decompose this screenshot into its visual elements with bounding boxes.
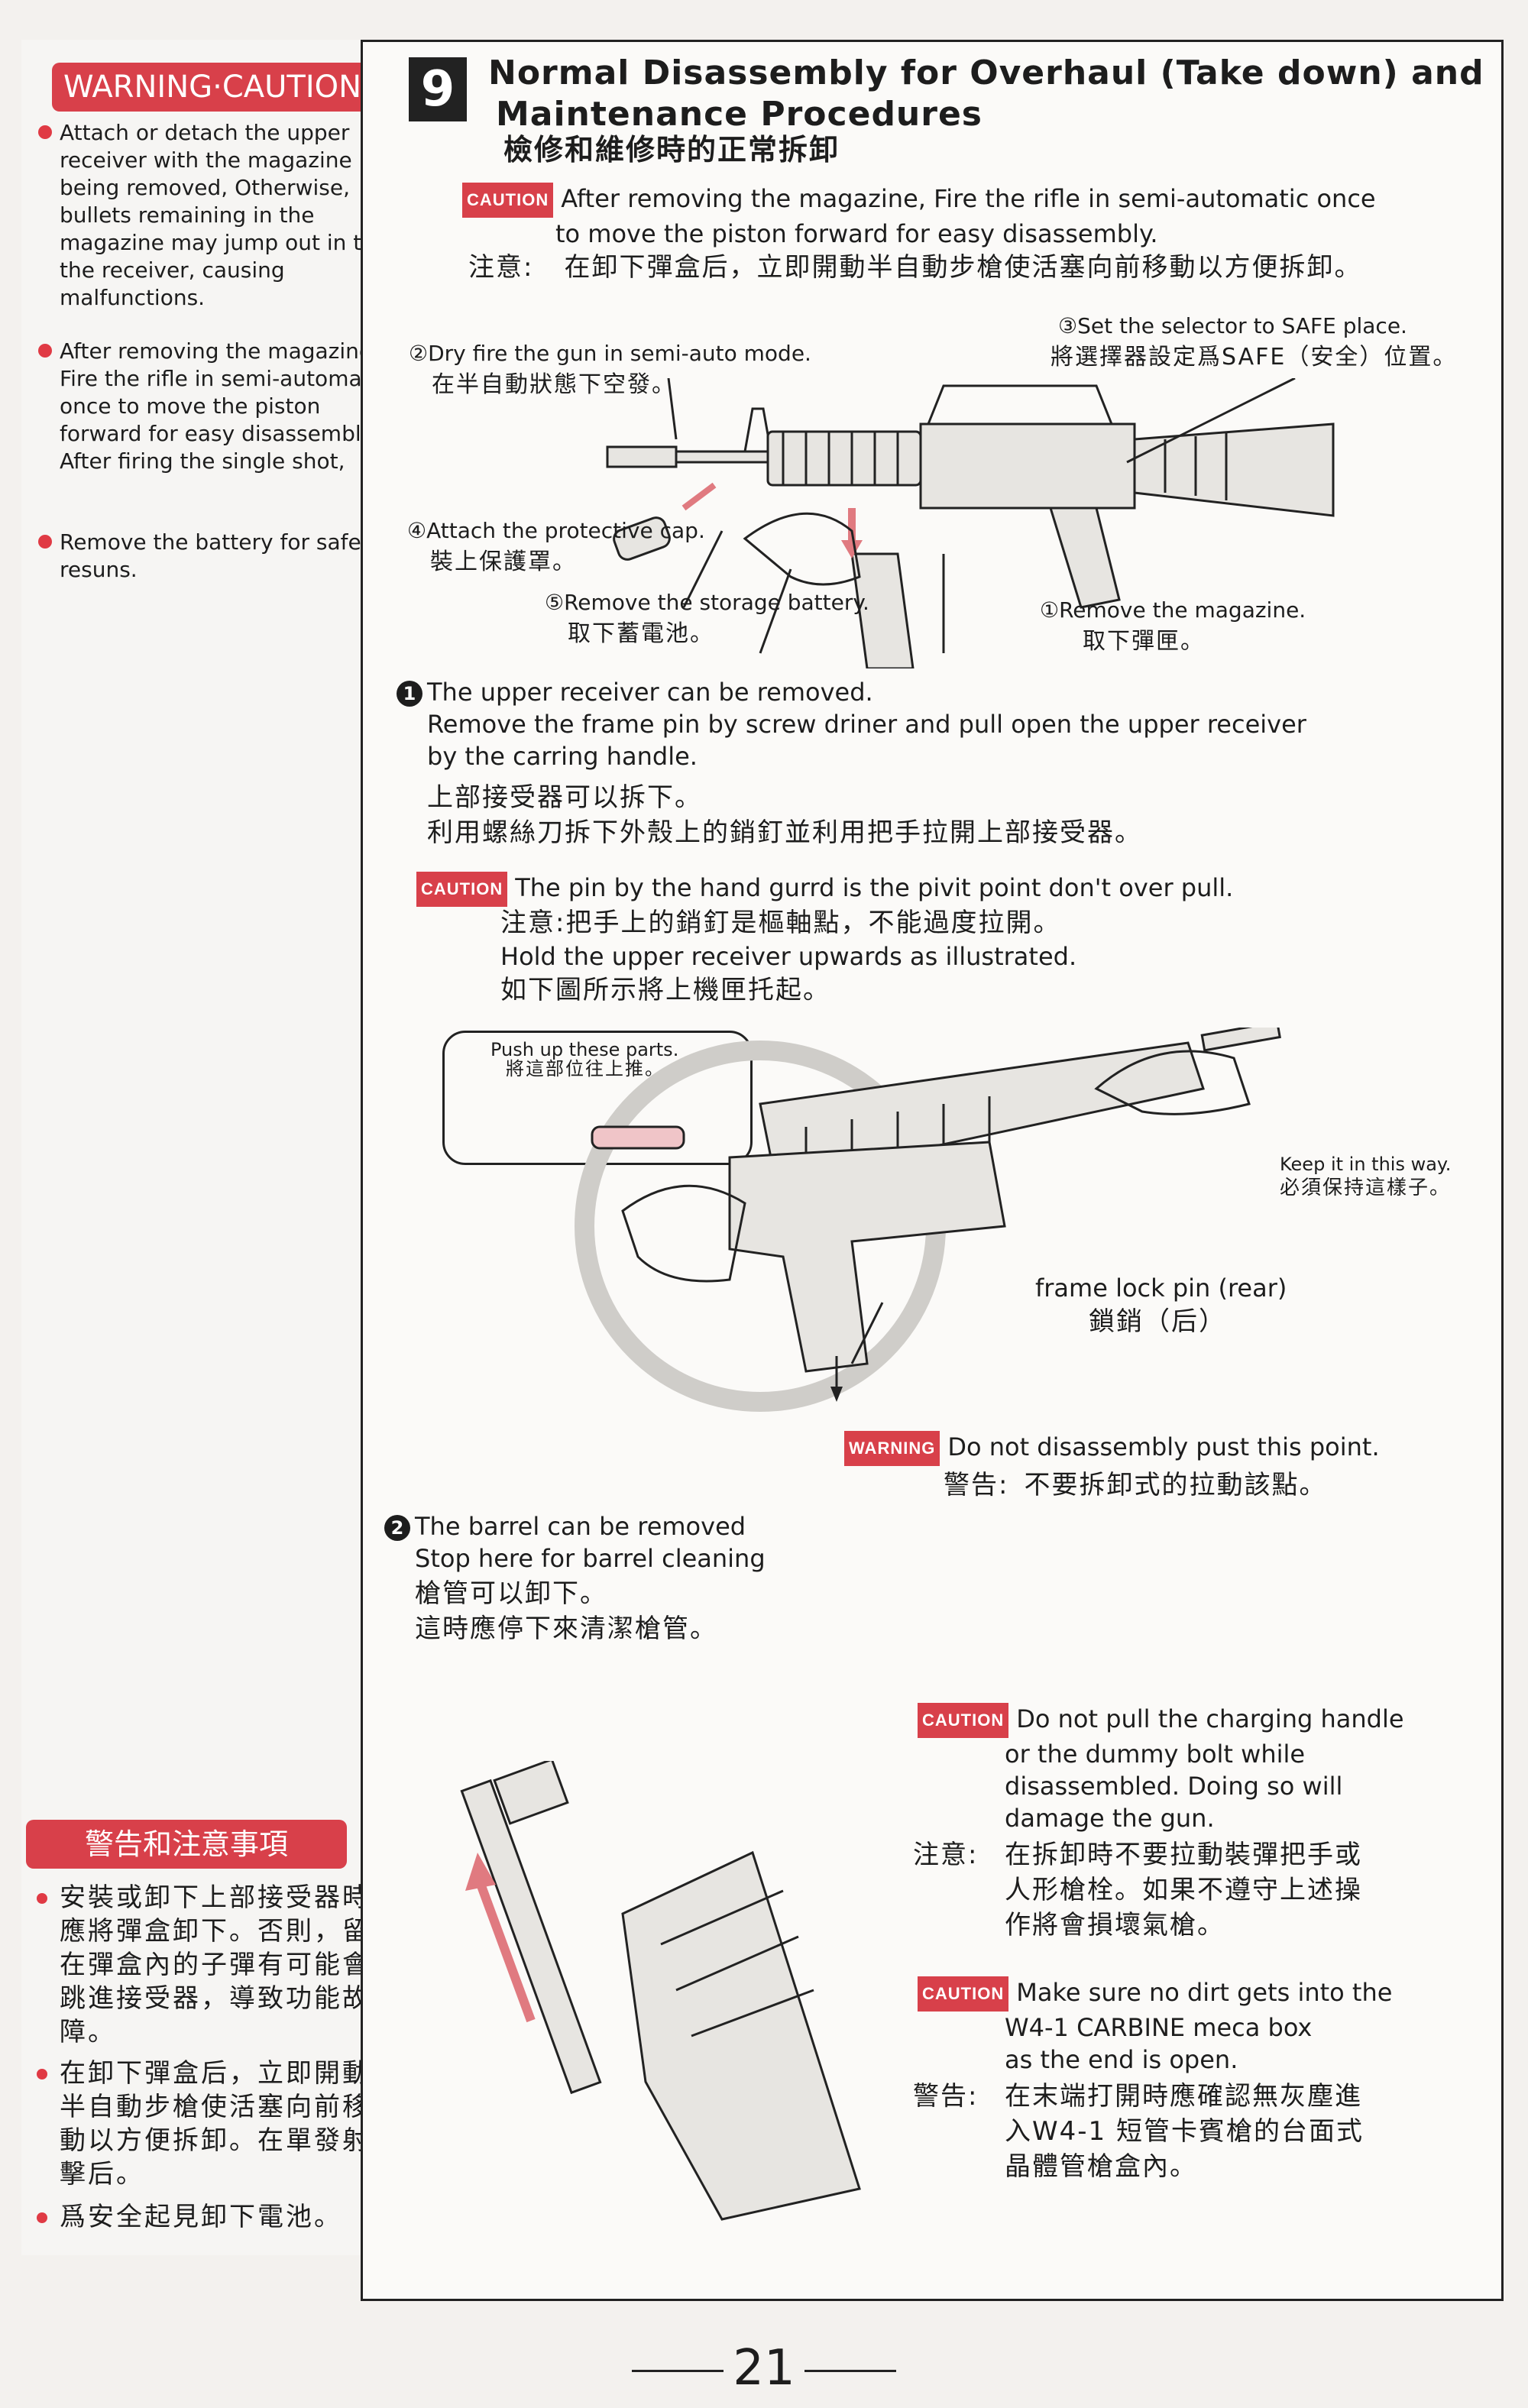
intro-caution-zh: 注意:在卸下彈盒后，立即開動半自動步槍使活塞向前移動以方便拆卸。	[468, 252, 1362, 283]
page-title-zh: 檢修和維修時的正常拆卸	[503, 133, 840, 167]
callout-protective-cap: ④Attach the protective cap. 裝上保護罩。	[407, 518, 705, 575]
sidebar-warning-item: Remove the battery for safety resuns.	[38, 529, 403, 584]
keep-this-way-callout: Keep it in this way. 必須保持這樣子。	[1280, 1154, 1452, 1199]
step-number: 9	[409, 57, 467, 121]
callout-set-selector: ③Set the selector to SAFE place. 將選擇器設定爲…	[1050, 313, 1458, 371]
step2-number: 2	[384, 1515, 410, 1541]
caution-tag: CAUTION	[462, 183, 554, 218]
bullet-icon	[38, 125, 52, 139]
barrel-removal-illustration	[460, 1761, 861, 2221]
sidebar-warning-item: Attach or detach the upper receiver with…	[38, 119, 403, 312]
step1-number: 1	[397, 681, 422, 707]
warning-caution-badge: WARNING·CAUTION	[52, 63, 373, 112]
warning-note-zh: 警告:不要拆卸式的拉動該點。	[944, 1470, 1327, 1500]
caution-charging-handle-zh: 注意:在拆卸時不要拉動裝彈把手或 人形槍栓。如果不遵守上述操 作將會損壞氣槍。	[913, 1840, 1362, 1940]
callout-remove-magazine: ①Remove the magazine. 取下彈匣。	[1040, 597, 1306, 655]
caution-tag: CAUTION	[918, 1976, 1009, 2012]
upper-receiver-illustration	[575, 1028, 1281, 1412]
callout-remove-battery: ⑤Remove the storage battery. 取下蓄電池。	[545, 590, 869, 647]
frame-lock-pin-callout: frame lock pin (rear) 鎖銷（后）	[1035, 1274, 1287, 1337]
sidebar-zh-item: 爲安全起見卸下電池。	[37, 2200, 380, 2234]
callout-dry-fire: ②Dry fire the gun in semi-auto mode. 在半自…	[409, 341, 811, 398]
bullet-icon	[38, 535, 52, 549]
main-panel: 9 Normal Disassembly for Overhaul (Take …	[361, 40, 1504, 2301]
bullet-icon	[38, 344, 52, 358]
footer-rule	[804, 2369, 896, 2372]
step2-text-zh: 槍管可以卸下。 這時應停下來清潔槍管。	[415, 1578, 717, 1644]
rifle-illustration	[606, 378, 1335, 668]
bullet-icon	[37, 1893, 47, 1904]
bullet-icon	[37, 2069, 47, 2079]
zh-warning-badge: 警告和注意事項	[26, 1820, 347, 1869]
caution-dirt-zh: 警告:在末端打開時應確認無灰塵進 入W4-1 短管卡賓槍的台面式 晶體管槍盒內。	[913, 2081, 1364, 2182]
caution-tag: CAUTION	[918, 1703, 1009, 1738]
warning-tag: WARNING	[844, 1431, 940, 1466]
sidebar-zh-item: 安裝或卸下上部接受器時應將彈盒卸下。否則，留在彈盒內的子彈有可能會跳進接受器，導…	[37, 1881, 380, 2049]
footer-rule	[632, 2369, 724, 2372]
sidebar: WARNING·CAUTION Attach or detach the upp…	[21, 40, 388, 2255]
caution-tag: CAUTION	[416, 872, 508, 907]
step1-text-zh: 上部接受器可以拆下。 利用螺絲刀拆下外殼上的銷釘並利用把手拉開上部接受器。	[427, 782, 1142, 848]
bullet-icon	[37, 2212, 47, 2223]
page-number: 21	[0, 2338, 1528, 2399]
step1-caution-detail: 注意:把手上的銷釘是樞軸點，不能過度拉開。 Hold the upper rec…	[500, 908, 1077, 1005]
sidebar-warning-item: After removing the magazine, Fire the ri…	[38, 338, 403, 475]
page-title: Normal Disassembly for Overhaul (Take do…	[488, 53, 1484, 134]
sidebar-zh-item: 在卸下彈盒后，立即開動半自動步槍使活塞向前移動以方便拆卸。在單發射擊后。	[37, 2057, 380, 2191]
